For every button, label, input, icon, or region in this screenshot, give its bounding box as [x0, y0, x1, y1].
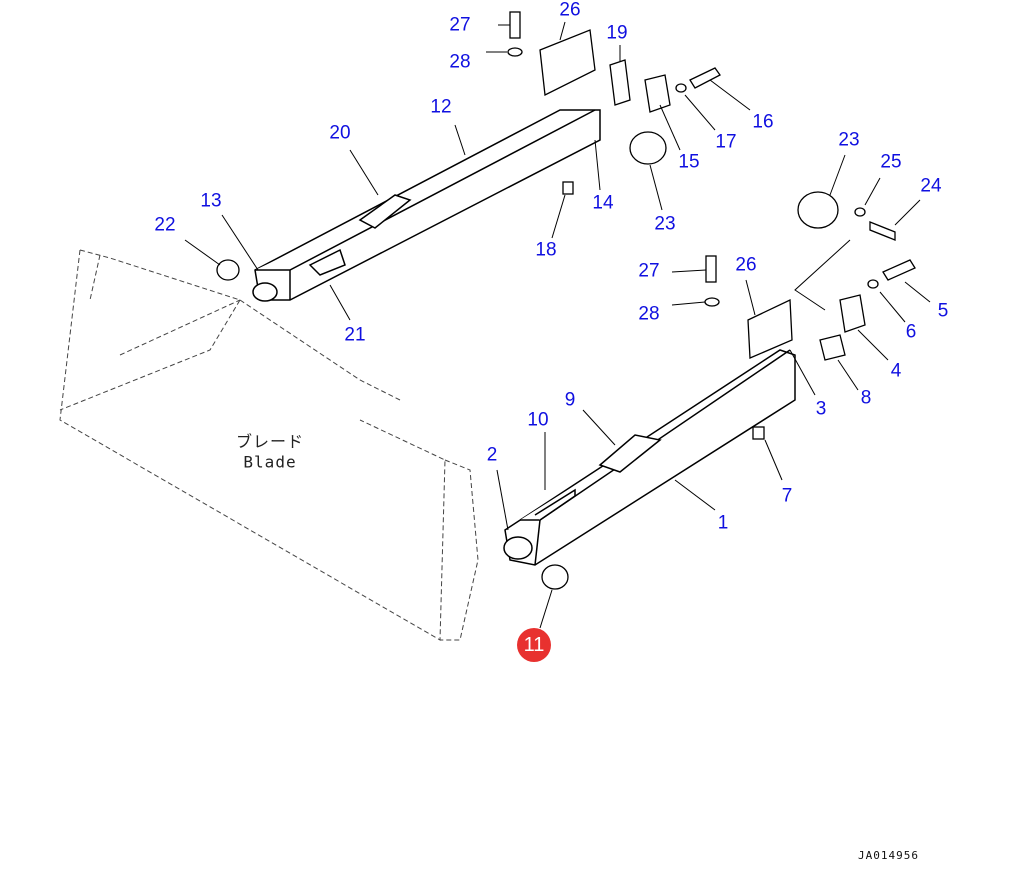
- callout-27[interactable]: 27: [449, 14, 471, 36]
- blade-label-jp: ブレード: [235, 432, 305, 451]
- callout-12[interactable]: 12: [430, 96, 452, 118]
- callout-19[interactable]: 19: [606, 22, 628, 44]
- callout-26[interactable]: 26: [559, 0, 581, 21]
- callout-17[interactable]: 17: [715, 131, 737, 153]
- callout-11-highlighted[interactable]: 11: [517, 628, 551, 662]
- callout-10[interactable]: 10: [527, 409, 549, 431]
- callout-28[interactable]: 28: [449, 51, 471, 73]
- callout-6[interactable]: 6: [905, 321, 917, 343]
- callout-23[interactable]: 23: [838, 129, 860, 151]
- callout-24[interactable]: 24: [920, 175, 942, 197]
- callout-26b[interactable]: 26: [735, 254, 757, 276]
- callout-4[interactable]: 4: [890, 360, 902, 382]
- blade-outline: [59, 249, 479, 641]
- callout-23b[interactable]: 23: [654, 213, 676, 235]
- arm-lower: [503, 349, 796, 566]
- blade-label-en: Blade: [243, 452, 297, 472]
- drawing-code: JA014956: [858, 849, 919, 862]
- callout-20[interactable]: 20: [329, 122, 351, 144]
- callout-28b[interactable]: 28: [638, 303, 660, 325]
- callout-9[interactable]: 9: [564, 389, 576, 411]
- callout-3[interactable]: 3: [815, 398, 827, 420]
- callout-2[interactable]: 2: [486, 444, 498, 466]
- callout-27b[interactable]: 27: [638, 260, 660, 282]
- callout-18[interactable]: 18: [535, 239, 557, 261]
- callout-25[interactable]: 25: [880, 151, 902, 173]
- callout-16[interactable]: 16: [752, 111, 774, 133]
- hardware-parts: [216, 11, 916, 590]
- callout-7[interactable]: 7: [781, 485, 793, 507]
- arm-upper: [252, 109, 601, 302]
- callout-1[interactable]: 1: [717, 512, 729, 534]
- callout-22[interactable]: 22: [154, 214, 176, 236]
- callout-13[interactable]: 13: [200, 190, 222, 212]
- callout-15[interactable]: 15: [678, 151, 700, 173]
- callout-8[interactable]: 8: [860, 387, 872, 409]
- callout-14[interactable]: 14: [592, 192, 614, 214]
- callout-5[interactable]: 5: [937, 300, 949, 322]
- callout-21[interactable]: 21: [344, 324, 366, 346]
- leader-lines: [184, 21, 931, 629]
